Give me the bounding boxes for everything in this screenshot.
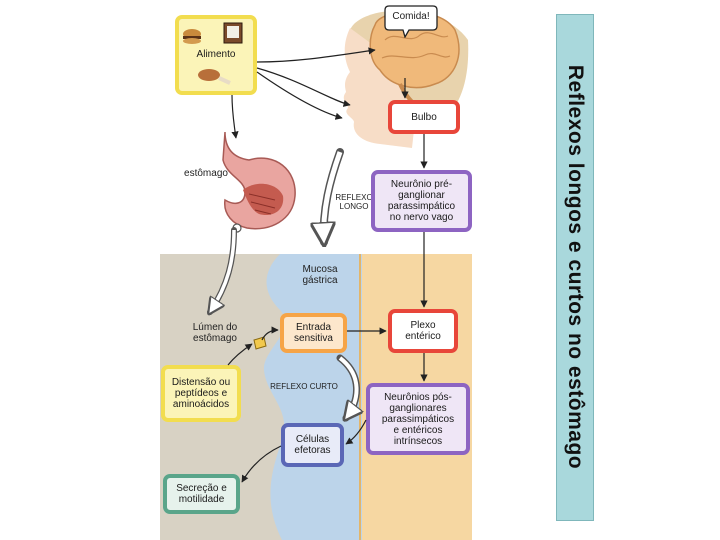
long-reflex-label: REFLEXO LONGO bbox=[335, 193, 373, 211]
bulb-box: Bulbo bbox=[388, 100, 460, 134]
box-icon bbox=[223, 22, 243, 44]
sensory-input-label: Entrada sensitiva bbox=[294, 322, 333, 344]
arrow-dot-sensory bbox=[261, 326, 279, 341]
mucosa-zone bbox=[258, 254, 362, 540]
effector-cells-label: Células efetoras bbox=[294, 434, 331, 456]
food-label: Alimento bbox=[196, 49, 236, 60]
drumstick-icon bbox=[198, 69, 231, 85]
burger-icon bbox=[183, 29, 201, 44]
speech-bubble-text: Comida! bbox=[392, 11, 430, 22]
arrow-postganglionic-effectors bbox=[345, 419, 367, 445]
effector-cells-box: Células efetoras bbox=[281, 423, 344, 467]
secretion-box: Secreção e motilidade bbox=[163, 474, 240, 514]
lumen-label: Lúmen do estômago bbox=[192, 322, 238, 344]
bulb-label: Bulbo bbox=[411, 111, 437, 123]
short-reflex-label: REFLEXO CURTO bbox=[270, 382, 338, 391]
title-panel bbox=[556, 14, 594, 521]
postganglionic-label: Neurônios pós- ganglionares parassimpáti… bbox=[381, 391, 455, 447]
arrow-food-brain-1 bbox=[256, 47, 376, 63]
plexus-box: Plexo entérico bbox=[388, 309, 458, 353]
plexus-label: Plexo entérico bbox=[405, 320, 441, 342]
arrow-effectors-secretion bbox=[241, 445, 282, 483]
postganglionic-box: Neurônios pós- ganglionares parassimpáti… bbox=[366, 383, 470, 455]
preganglionic-box: Neurônio pré- ganglionar parassimpático … bbox=[371, 170, 472, 232]
secretion-label: Secreção e motilidade bbox=[176, 483, 227, 505]
preganglionic-label: Neurônio pré- ganglionar parassimpático … bbox=[387, 179, 456, 223]
stimuli-box: Distensão ou peptídeos e aminoácidos bbox=[161, 365, 241, 422]
arrow-stimuli-dot bbox=[227, 343, 253, 366]
food-icons bbox=[183, 22, 243, 85]
speech-bubble-icon bbox=[384, 5, 438, 38]
arrow-food-brain-2 bbox=[256, 67, 351, 107]
stomach-illustration bbox=[222, 131, 296, 233]
stimuli-label: Distensão ou peptídeos e aminoácidos bbox=[171, 377, 231, 410]
arrow-food-stomach bbox=[231, 94, 239, 139]
diagram-title: Reflexos longos e curtos no estômago bbox=[564, 64, 587, 470]
food-box: Alimento bbox=[175, 15, 257, 95]
mucosa-label: Mucosa gástrica bbox=[302, 264, 338, 286]
sensory-input-box: Entrada sensitiva bbox=[280, 313, 347, 353]
sensor-dot-icon bbox=[253, 336, 267, 350]
arrow-food-brain-3 bbox=[256, 71, 343, 120]
stomach-label: estômago bbox=[184, 168, 228, 179]
